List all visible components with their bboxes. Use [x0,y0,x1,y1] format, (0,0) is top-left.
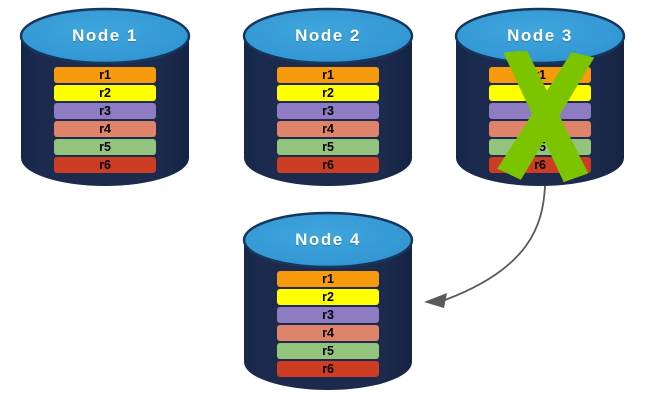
record-bar[interactable]: r6 [277,361,379,377]
record-bar[interactable]: r6 [54,157,156,173]
record-bar[interactable]: r5 [277,139,379,155]
node-title: Node 2 [295,26,361,45]
record-bar[interactable]: r5 [277,343,379,359]
arrow-line [444,185,546,301]
record-list: r1 r2 r3 r4 r5 r6 [20,67,190,173]
record-bar[interactable]: r2 [277,85,379,101]
node-cylinder-2[interactable]: Node 2 r1 r2 r3 r4 r5 r6 [242,7,414,186]
record-bar[interactable]: r4 [277,121,379,137]
record-bar[interactable]: r1 [277,271,379,287]
node-title: Node 3 [507,26,573,45]
record-bar[interactable]: r5 [54,139,156,155]
record-bar[interactable]: r3 [277,103,379,119]
record-bar[interactable]: r4 [277,325,379,341]
record-bar[interactable]: r1 [277,67,379,83]
node-title: Node 4 [295,230,361,249]
arrow-head [424,293,447,308]
node-cylinder-4[interactable]: Node 4 r1 r2 r3 r4 r5 r6 [242,211,414,390]
record-bar[interactable]: r6 [277,157,379,173]
node-cylinder-1[interactable]: Node 1 r1 r2 r3 r4 r5 r6 [19,7,191,186]
record-bar[interactable]: r2 [277,289,379,305]
node-title: Node 1 [72,26,138,45]
record-list: r1 r2 r3 r4 r5 r6 [243,67,413,173]
record-bar[interactable]: r4 [54,121,156,137]
record-list: r1 r2 r3 r4 r5 r6 [243,271,413,377]
record-bar[interactable]: r2 [54,85,156,101]
record-bar[interactable]: r1 [54,67,156,83]
record-bar[interactable]: r3 [54,103,156,119]
record-bar[interactable]: r3 [277,307,379,323]
